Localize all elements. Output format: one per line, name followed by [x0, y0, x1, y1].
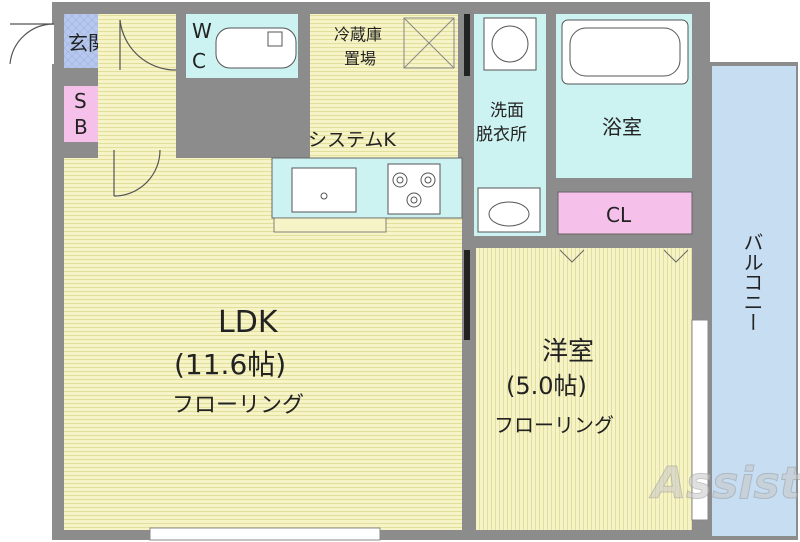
- ldk-size: (11.6帖): [174, 348, 286, 381]
- watermark-logo: Assist: [649, 458, 800, 510]
- wash-basin-icon: [477, 187, 541, 233]
- washing-machine-icon: [483, 17, 537, 71]
- western-room: 洋室 (5.0帖) フローリング: [476, 248, 692, 530]
- bathtub-icon: [561, 19, 689, 85]
- western-name: 洋室: [542, 337, 594, 367]
- svg-text:Assist: Assist: [649, 458, 800, 509]
- toilet-icon: [215, 27, 297, 69]
- wc: W C: [186, 14, 298, 78]
- fridge-space-icon: [403, 17, 455, 69]
- bathroom-label: 浴室: [602, 115, 642, 139]
- sb-label-1: S: [74, 89, 87, 113]
- bathroom: 浴室: [556, 14, 692, 178]
- balcony: バルコニー: [708, 62, 798, 540]
- closet-label: CL: [606, 203, 632, 227]
- windows: [149, 319, 709, 541]
- washroom-label-2: 脱衣所: [476, 125, 527, 145]
- shoe-box: S B: [64, 86, 98, 142]
- ldk-name: LDK: [218, 305, 279, 340]
- kitchen-counter: [271, 157, 463, 233]
- washroom-label-1: 洗面: [490, 101, 524, 121]
- stove-icon: [387, 163, 441, 215]
- entrance-door: [2, 23, 55, 65]
- western-floor: フローリング: [494, 413, 614, 437]
- ldk-floor: フローリング: [172, 393, 304, 418]
- balcony-label: バルコニー: [740, 232, 764, 332]
- sb-label-2: B: [74, 115, 88, 139]
- wc-label-2: C: [192, 49, 206, 73]
- wc-label-1: W: [192, 19, 212, 43]
- fridge-label-1: 冷蔵庫: [334, 25, 382, 44]
- partitions: [464, 14, 470, 340]
- western-size: (5.0帖): [506, 372, 587, 400]
- hallway: [98, 14, 177, 158]
- sink-icon: [291, 167, 357, 213]
- washroom: 洗面 脱衣所: [474, 14, 546, 236]
- kitchen-label: システムK: [308, 129, 396, 151]
- kitchen-upper: 冷蔵庫 置場 システムK: [308, 14, 458, 158]
- ldk: LDK (11.6帖) フローリング: [64, 149, 462, 530]
- closet: CL: [557, 191, 693, 235]
- fridge-label-2: 置場: [344, 49, 376, 68]
